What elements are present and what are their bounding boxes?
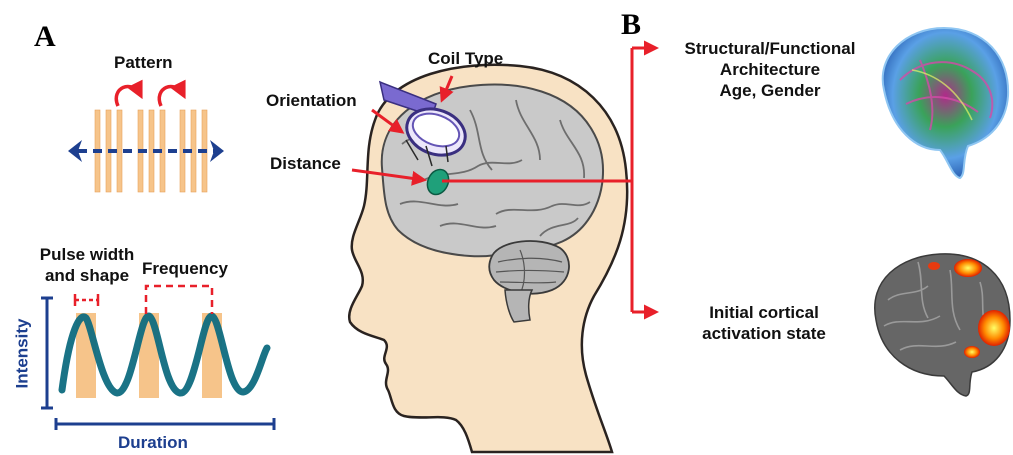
- structural-label: Structural/Functional Architecture Age, …: [660, 38, 880, 101]
- pulse-width-line2: and shape: [31, 265, 143, 286]
- pulse-width-line1: Pulse width: [31, 244, 143, 265]
- structural-line3: Age, Gender: [660, 80, 880, 101]
- x-axis-label: Duration: [118, 432, 188, 453]
- frequency-label: Frequency: [142, 258, 228, 279]
- initial-line2: activation state: [664, 323, 864, 344]
- structural-line1: Structural/Functional: [660, 38, 880, 59]
- initial-activation-label: Initial cortical activation state: [664, 302, 864, 344]
- structural-line2: Architecture: [660, 59, 880, 80]
- curved-arrow-icon: [116, 87, 184, 106]
- y-axis-label: Intensity: [12, 314, 33, 394]
- double-arrow-icon: [68, 140, 224, 162]
- pulse-width-label: Pulse width and shape: [31, 244, 143, 286]
- brain-activation-icon: [875, 254, 1010, 396]
- brain-tractography-icon: [883, 28, 1008, 178]
- pulse-wave-plot: [41, 286, 274, 430]
- coil-type-label: Coil Type: [428, 48, 503, 69]
- pattern-label: Pattern: [114, 52, 173, 73]
- distance-label: Distance: [270, 153, 341, 174]
- initial-line1: Initial cortical: [664, 302, 864, 323]
- orientation-label: Orientation: [266, 90, 357, 111]
